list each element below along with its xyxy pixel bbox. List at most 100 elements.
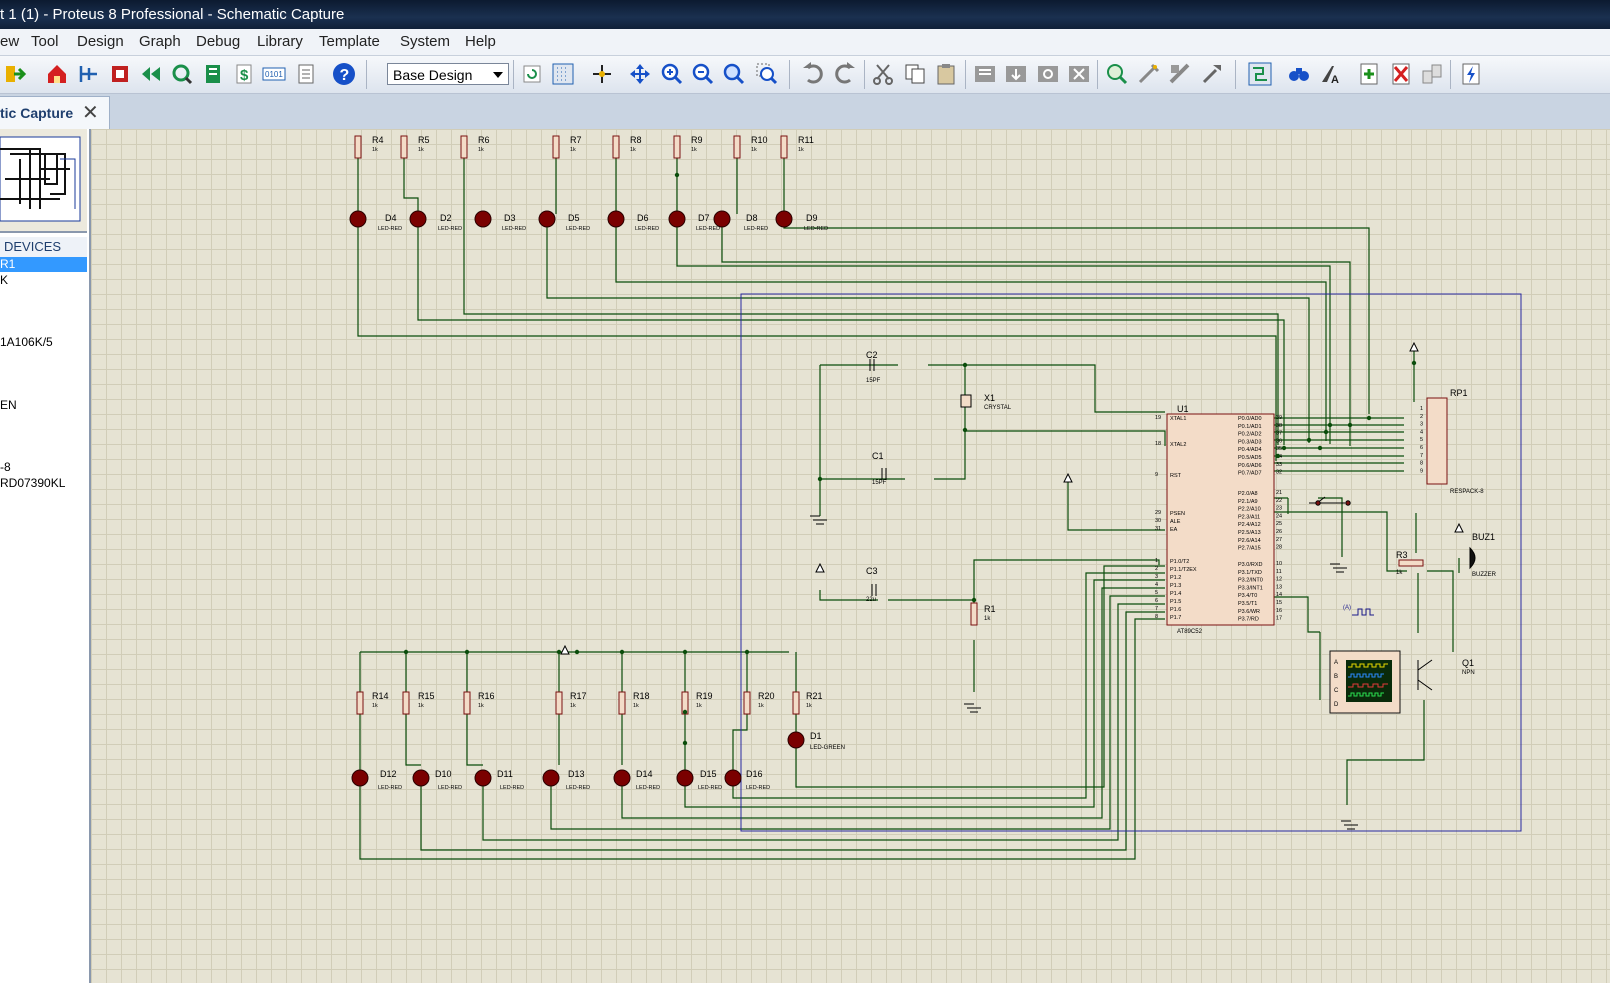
menu-graph[interactable]: Graph — [139, 33, 181, 50]
resistor-value-label: 1k — [372, 703, 378, 709]
device-list-item[interactable]: K — [0, 273, 9, 287]
mcu-left-pin-label: EA — [1170, 527, 1178, 533]
packaging-icon[interactable] — [1168, 62, 1192, 86]
led-type-label: LED-RED — [746, 785, 770, 791]
zoom-area-icon[interactable] — [755, 62, 779, 86]
mcu-right-pin-label: P2.4/A12 — [1238, 522, 1261, 528]
new-sheet-icon[interactable] — [1357, 62, 1381, 86]
label-r14: R14 — [372, 691, 389, 701]
layer-select[interactable]: Base Design — [387, 63, 509, 85]
device-list-item[interactable]: EN — [0, 398, 17, 412]
mcu-left-pin-number: 19 — [1155, 415, 1161, 421]
device-list-item[interactable]: 1A106K/5 — [0, 335, 53, 349]
dollar-icon[interactable]: $ — [232, 62, 256, 86]
block-delete-icon[interactable] — [1067, 62, 1091, 86]
label-d13: D13 — [568, 769, 585, 779]
electrical-rule-icon[interactable] — [1459, 62, 1483, 86]
refresh-icon[interactable] — [520, 62, 544, 86]
decompose-icon[interactable] — [1200, 62, 1224, 86]
mcu-right-pin-number: 37 — [1276, 431, 1282, 437]
bus-box — [740, 293, 1522, 832]
close-icon[interactable]: ✕ — [82, 102, 99, 124]
menu-view[interactable]: ew — [0, 33, 20, 50]
exit-parent-icon[interactable] — [1420, 62, 1444, 86]
menu-library[interactable]: Library — [257, 33, 303, 50]
binary-icon[interactable]: 0101 — [262, 62, 286, 86]
device-list-item[interactable]: R1 — [0, 257, 87, 272]
label-c1-value: 15PF — [872, 480, 887, 486]
overview-window[interactable] — [0, 129, 87, 233]
led-type-label: LED-RED — [804, 226, 828, 232]
remove-sheet-icon[interactable] — [1389, 62, 1413, 86]
label-d12: D12 — [380, 769, 397, 779]
menu-system[interactable]: System — [400, 33, 451, 50]
cut-icon[interactable] — [871, 62, 895, 86]
bom-icon[interactable] — [201, 62, 225, 86]
paste-icon[interactable] — [934, 62, 958, 86]
origin-icon[interactable] — [590, 62, 614, 86]
block-rotate-icon[interactable] — [1036, 62, 1060, 86]
menu-design[interactable]: Design — [77, 33, 124, 50]
pcb-icon[interactable] — [108, 62, 132, 86]
block-copy-icon[interactable] — [973, 62, 997, 86]
gerber-icon[interactable] — [170, 62, 194, 86]
redo-icon[interactable] — [833, 62, 857, 86]
grid-icon[interactable] — [551, 62, 575, 86]
led-type-label: LED-RED — [438, 785, 462, 791]
mcu-right-pin-number: 16 — [1276, 608, 1282, 614]
generator-symbol — [1352, 608, 1374, 616]
label-r9: R9 — [691, 135, 703, 145]
label-r5: R5 — [418, 135, 430, 145]
wire-autorouter-icon[interactable] — [1248, 62, 1272, 86]
property-assignment-icon[interactable]: A — [1318, 62, 1342, 86]
device-list-item[interactable]: RD07390KL — [0, 476, 66, 490]
zoom-out-icon[interactable] — [691, 62, 715, 86]
mcu-right-pin-label: P0.2/AD2 — [1238, 432, 1262, 438]
label-r7: R7 — [570, 135, 582, 145]
search-icon[interactable] — [1287, 62, 1311, 86]
label-q1-type: NPN — [1462, 670, 1475, 676]
undo-icon[interactable] — [801, 62, 825, 86]
resistor-value-label: 1k — [478, 147, 484, 153]
device-list-item[interactable]: -8 — [0, 460, 11, 474]
copy-icon[interactable] — [903, 62, 927, 86]
schematic-icon[interactable] — [77, 62, 101, 86]
junctions — [403, 172, 1417, 746]
label-c2: C2 — [866, 350, 878, 360]
home-icon[interactable] — [45, 62, 69, 86]
schematic-canvas[interactable]: R4 R5 R6 R7 R8 R9 R10 R11 D4 D2 D3 D5 D6… — [91, 129, 1610, 983]
mcu-left-pin-number: 3 — [1155, 574, 1158, 580]
menu-debug[interactable]: Debug — [196, 33, 241, 50]
zoom-in-icon[interactable] — [660, 62, 684, 86]
respack-pin-number: 4 — [1420, 429, 1423, 435]
label-rp1: RP1 — [1450, 388, 1468, 398]
notes-icon[interactable] — [294, 62, 318, 86]
mcu-right-pin-label: P2.6/A14 — [1238, 538, 1261, 544]
pan-icon[interactable] — [628, 62, 652, 86]
mcu-right-pin-label: P0.4/AD4 — [1238, 447, 1262, 453]
mcu-right-pin-number: 14 — [1276, 592, 1282, 598]
mcu-left-pin-label: XTAL1 — [1170, 416, 1186, 422]
menu-tool[interactable]: Tool — [31, 33, 59, 50]
make-device-icon[interactable] — [1137, 62, 1161, 86]
led-type-label: LED-RED — [438, 226, 462, 232]
label-rp1-type: RESPACK-8 — [1450, 489, 1484, 495]
import-icon[interactable] — [4, 62, 28, 86]
respack-pin-number: 3 — [1420, 422, 1423, 428]
mcu-left-pin-number: 30 — [1155, 518, 1161, 524]
label-d1-type: LED-GREEN — [810, 745, 845, 751]
pick-device-icon[interactable] — [1105, 62, 1129, 86]
devices-header: DEVICES — [0, 237, 87, 257]
tab-schematic-capture[interactable]: tic Capture ✕ — [0, 96, 110, 129]
label-buz1-type: BUZZER — [1472, 572, 1497, 578]
label-d6: D6 — [637, 213, 649, 223]
block-move-icon[interactable] — [1004, 62, 1028, 86]
mcu-right-pin-number: 10 — [1276, 561, 1282, 567]
menu-template[interactable]: Template — [319, 33, 380, 50]
menu-help[interactable]: Help — [465, 33, 496, 50]
mcu-right-pin-label: P0.3/AD3 — [1238, 439, 1262, 445]
zoom-all-icon[interactable] — [722, 62, 746, 86]
help-icon[interactable]: ? — [332, 62, 356, 86]
label-buz1: BUZ1 — [1472, 532, 1495, 542]
3d-icon[interactable] — [139, 62, 163, 86]
